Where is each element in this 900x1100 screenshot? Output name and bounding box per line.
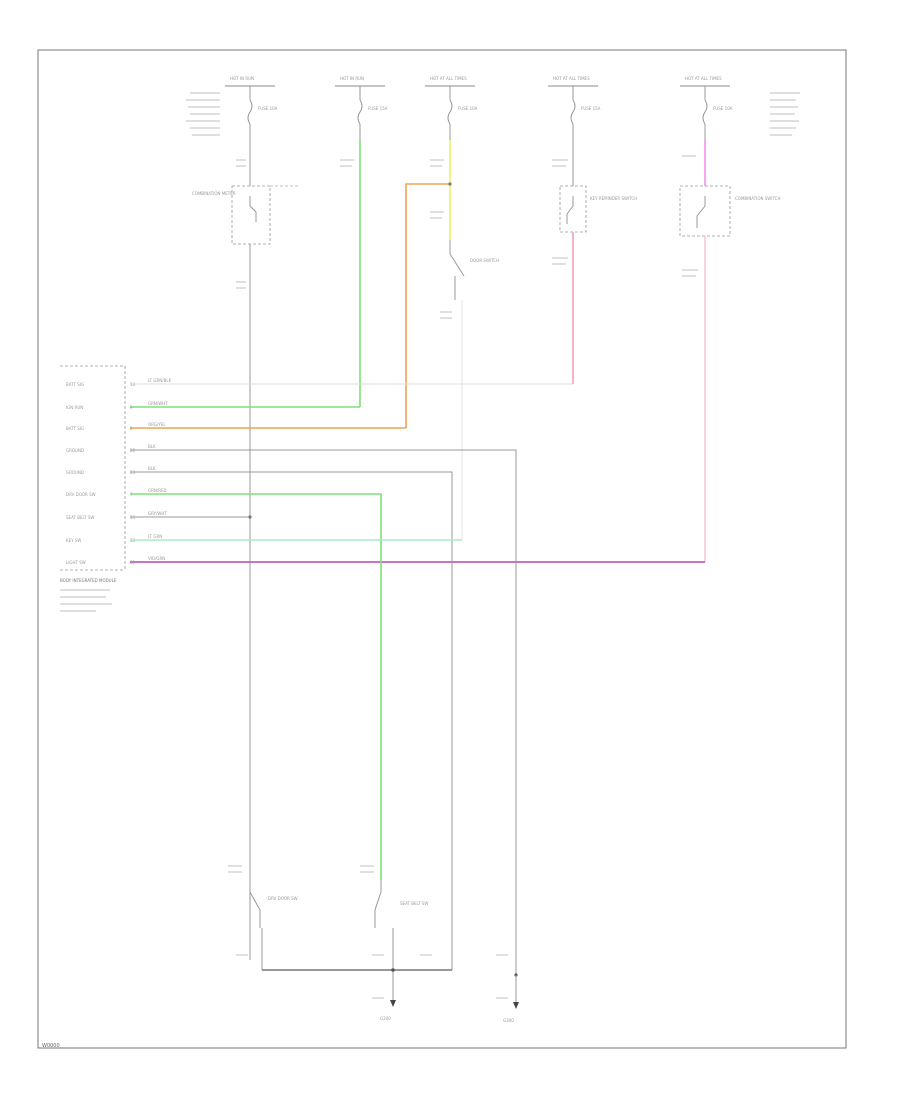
module-pin-label: LIGHT SW xyxy=(66,560,86,565)
module-wire-color: GRN/RED xyxy=(148,488,167,493)
module-name: BODY INTEGRATED MODULE xyxy=(60,578,117,583)
module-pin-label: SEAT BELT SW xyxy=(66,515,94,520)
module-pin-label: BATT SIG xyxy=(66,426,84,431)
module-wire-color: GRY/WHT xyxy=(148,511,167,516)
fuses xyxy=(247,86,708,125)
module-pin-num: 20 xyxy=(130,560,136,565)
module-wire-color: GRN/WHT xyxy=(148,401,168,406)
power-source-label: HOT IN RUN xyxy=(340,76,364,81)
module-pin-label: KEY SW xyxy=(66,538,81,543)
circuit-door-switch: DOOR SWITCH xyxy=(130,124,499,540)
ground-label: G200 xyxy=(380,1016,391,1021)
combination-meter-box xyxy=(231,185,271,245)
diagram-frame xyxy=(37,49,847,1049)
combination-meter-label: COMBINATION METER xyxy=(192,191,236,196)
key-reminder-box xyxy=(559,185,587,233)
power-source-label: HOT AT ALL TIMES xyxy=(430,76,467,81)
power-source-labels: HOT IN RUN HOT IN RUN HOT AT ALL TIMES H… xyxy=(230,76,722,81)
circuit-combination-switch: COMBINATION SWITCH xyxy=(130,124,780,563)
fuse-label: FUSE 15A xyxy=(581,106,601,111)
fuse-label: FUSE 10A xyxy=(458,106,478,111)
note-block-left xyxy=(186,92,220,136)
circuit-combination-meter: COMBINATION METER xyxy=(192,124,300,960)
module-pin-label: IGN RUN xyxy=(66,405,83,410)
module-wire-color: VIO/GRN xyxy=(148,556,165,561)
module-wire-color: BLK xyxy=(148,466,156,471)
fuse-label: FUSE 15A xyxy=(368,106,388,111)
bottom-switches: DRV DOOR SW SEAT BELT SW xyxy=(249,880,518,1002)
module-wire-color: LT GRN xyxy=(148,534,162,539)
fuse-label: FUSE 10A xyxy=(713,106,733,111)
module-pin-num: 9 xyxy=(130,405,133,410)
ground-label: G300 xyxy=(503,1018,514,1023)
module-wire-color: ORG/YEL xyxy=(148,422,166,427)
module-pin-label: GROUND xyxy=(66,470,84,475)
fuse-label: FUSE 10A xyxy=(258,106,278,111)
module-pin-num: 8 xyxy=(130,426,133,431)
module-pin-num: 13 xyxy=(130,382,136,387)
power-source-label: HOT AT ALL TIMES xyxy=(685,76,722,81)
switch-label: DRV DOOR SW xyxy=(268,896,298,901)
ground-points: G200 G300 xyxy=(380,1000,519,1023)
switch-label: SEAT BELT SW xyxy=(400,901,428,906)
combination-switch-label: COMBINATION SWITCH xyxy=(735,196,780,201)
module-wires xyxy=(130,449,517,975)
power-source-label: HOT AT ALL TIMES xyxy=(553,76,590,81)
body-module: BATT SIG 13 LT GRN/BLK IGN RUN 9 GRN/WHT… xyxy=(60,365,172,612)
combination-switch-box xyxy=(679,185,731,237)
wire-tick-labels xyxy=(228,155,698,999)
module-wire-color: LT GRN/BLK xyxy=(148,378,172,383)
door-switch-label: DOOR SWITCH xyxy=(470,258,499,263)
module-pin-label: DRV DOOR SW xyxy=(66,492,96,497)
module-pin-label: GROUND xyxy=(66,448,84,453)
fuse-labels: FUSE 10A FUSE 15A FUSE 10A FUSE 15A FUSE… xyxy=(258,106,733,111)
circuit-key-reminder: KEY REMINDER SWITCH xyxy=(130,124,637,385)
module-pin-label: BATT SIG xyxy=(66,382,84,387)
power-source-label: HOT IN RUN xyxy=(230,76,254,81)
circuit-green-wire xyxy=(130,124,361,408)
key-reminder-label: KEY REMINDER SWITCH xyxy=(590,196,637,201)
note-block-right xyxy=(770,92,800,136)
diagram-code: W0000 xyxy=(42,1043,60,1049)
module-wire-color: BLK xyxy=(148,444,156,449)
